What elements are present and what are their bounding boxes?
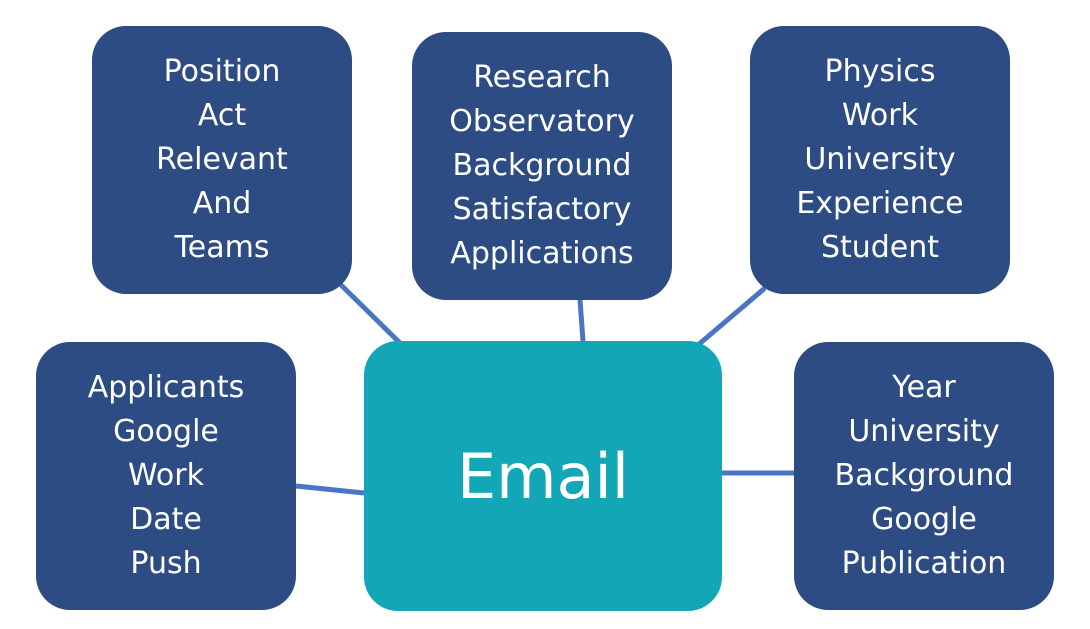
node-4-line-2: Google [113, 414, 219, 449]
topic-node-3: Physics Work University Experience Stude… [750, 26, 1010, 294]
node-5-line-1: Year [892, 370, 956, 405]
node-3-line-5: Student [820, 230, 940, 265]
node-1-line-5: Teams [174, 230, 270, 265]
node-1-line-2: Act [197, 98, 247, 133]
node-1-line-4: And [192, 186, 252, 221]
topic-node-1: Position Act Relevant And Teams [92, 26, 352, 294]
node-5-line-5: Publication [841, 546, 1007, 581]
connector-1 [336, 280, 402, 345]
center-node-label: Email [456, 439, 629, 513]
node-3-line-3: University [804, 142, 956, 177]
topic-node-4: Applicants Google Work Date Push [36, 342, 296, 610]
node-4-line-4: Date [130, 502, 202, 537]
node-4-line-3: Work [128, 458, 204, 493]
node-4-line-1: Applicants [87, 370, 245, 405]
node-2-line-1: Research [473, 60, 611, 95]
node-2-line-2: Observatory [449, 104, 635, 139]
node-3-line-2: Work [842, 98, 918, 133]
node-2-line-3: Background [452, 148, 632, 183]
node-2-line-5: Applications [450, 236, 634, 271]
node-2-line-4: Satisfactory [452, 192, 632, 227]
topic-node-2: Research Observatory Background Satisfac… [412, 32, 672, 300]
node-5-line-2: University [848, 414, 1000, 449]
topic-node-5: Year University Background Google Public… [794, 342, 1054, 610]
node-1-line-3: Relevant [156, 142, 288, 177]
center-node: Email [364, 341, 722, 611]
node-5-line-3: Background [834, 458, 1014, 493]
node-3-line-4: Experience [796, 186, 964, 221]
connector-4 [295, 483, 365, 496]
connector-3 [696, 286, 767, 347]
node-4-line-5: Push [130, 546, 202, 581]
node-5-line-4: Google [871, 502, 977, 537]
connector-2 [577, 299, 586, 342]
node-3-line-1: Physics [824, 54, 936, 89]
node-1-line-1: Position [163, 54, 281, 89]
